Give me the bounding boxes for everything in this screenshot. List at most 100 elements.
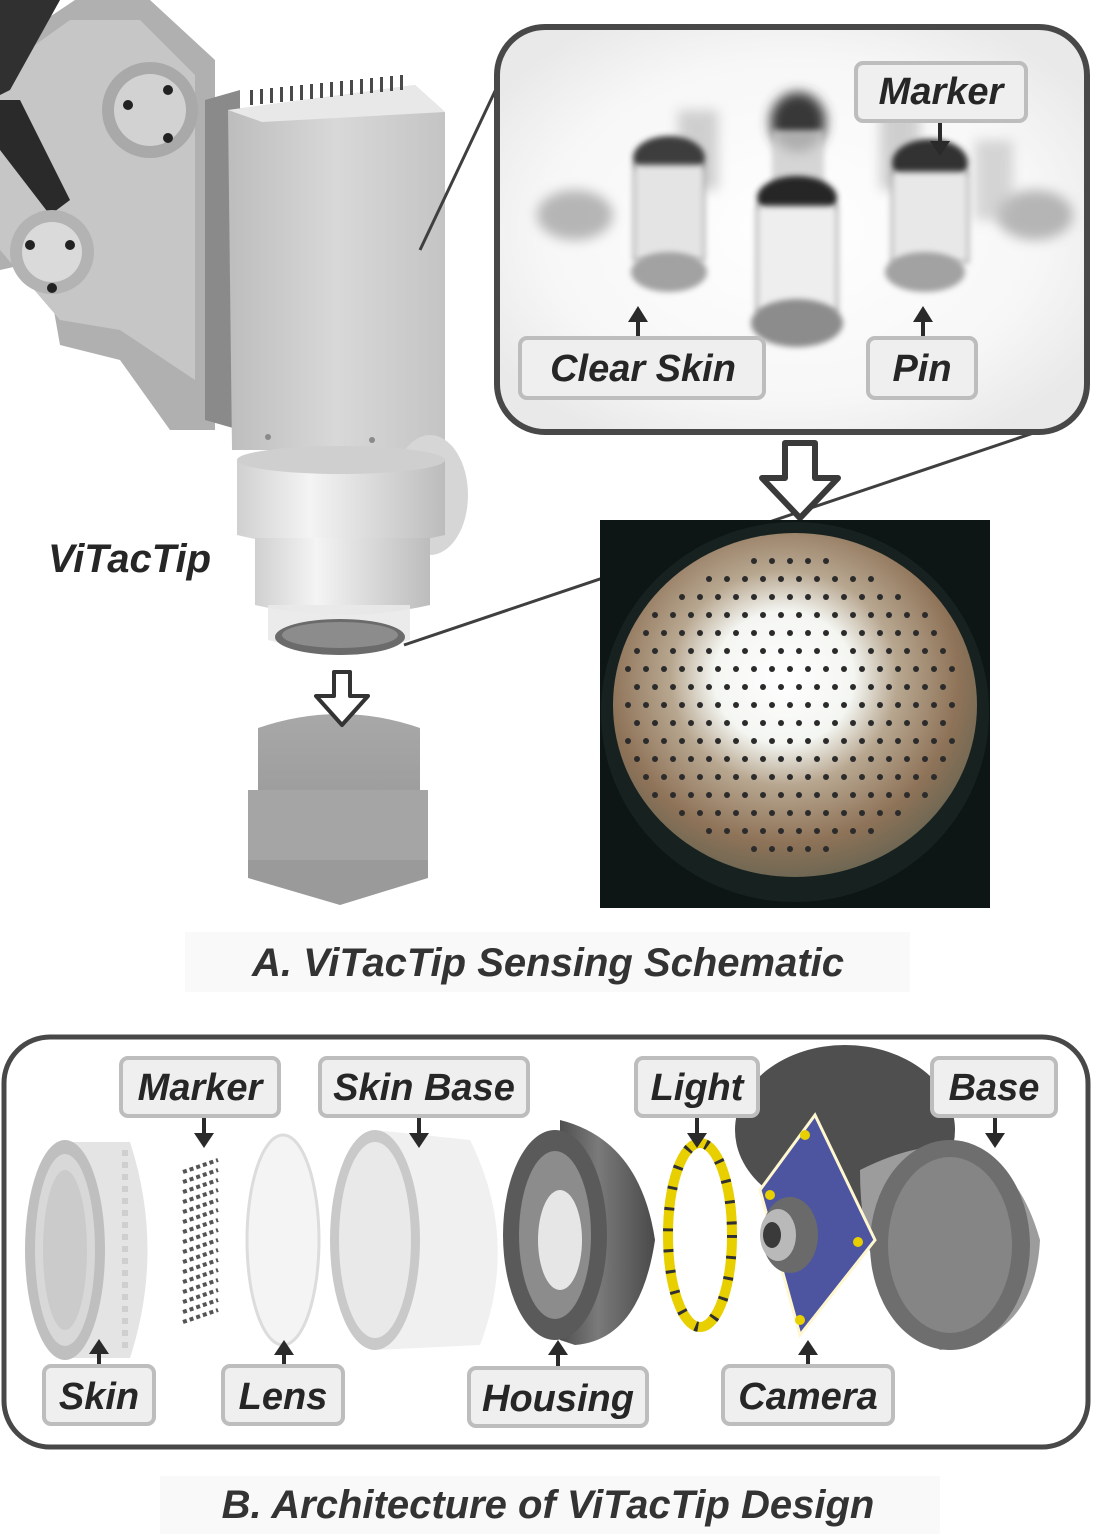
marker-dot: [814, 648, 820, 654]
marker-dot: [724, 720, 730, 726]
marker-dot: [850, 684, 856, 690]
caption-b-bg: [160, 1476, 940, 1534]
marker-dot: [715, 774, 721, 780]
part-skin-base: [330, 1130, 498, 1350]
sensor-tip-render: [237, 435, 468, 655]
marker-dot: [823, 738, 829, 744]
sensor-name: ViTacTip: [48, 537, 211, 581]
marker-dot: [895, 666, 901, 672]
marker-dot: [742, 576, 748, 582]
marker-dot: [949, 666, 955, 672]
marker-dot: [652, 792, 658, 798]
marker-dot: [913, 738, 919, 744]
svg-text:Skin Base: Skin Base: [333, 1067, 515, 1109]
marker-dot: [823, 594, 829, 600]
marker-strip: [182, 1268, 219, 1284]
marker-dot: [868, 648, 874, 654]
marker-dot: [814, 828, 820, 834]
marker-dot: [670, 612, 676, 618]
up-arrow-icon: [89, 1339, 109, 1364]
caption-a-bg: [185, 932, 910, 992]
marker-dot: [625, 702, 631, 708]
marker-dot: [814, 684, 820, 690]
marker-dot: [769, 738, 775, 744]
marker-dot: [760, 828, 766, 834]
marker-dot: [778, 576, 784, 582]
marker-dot: [760, 684, 766, 690]
marker-dot: [877, 702, 883, 708]
part-skin: [25, 1140, 148, 1360]
marker-dot: [760, 576, 766, 582]
marker-dot: [859, 774, 865, 780]
marker-dot: [760, 612, 766, 618]
marker-dot: [733, 594, 739, 600]
marker-dot: [850, 576, 856, 582]
marker-strip: [182, 1258, 219, 1274]
svg-text:Marker: Marker: [138, 1067, 265, 1109]
marker-dot: [886, 648, 892, 654]
marker-dot: [913, 630, 919, 636]
marker-strip: [182, 1218, 219, 1234]
marker-dot: [778, 720, 784, 726]
marker-dot: [634, 720, 640, 726]
marker-dot: [634, 756, 640, 762]
marker-dot: [670, 792, 676, 798]
marker-dot: [904, 648, 910, 654]
marker-dot: [922, 720, 928, 726]
marker-dot: [886, 756, 892, 762]
marker-dot: [832, 792, 838, 798]
marker-dot: [859, 630, 865, 636]
marker-dot: [859, 738, 865, 744]
vent-slots: [250, 75, 403, 105]
marker-dot: [877, 738, 883, 744]
marker-dot: [706, 828, 712, 834]
marker-dot: [805, 810, 811, 816]
marker-dot: [787, 846, 793, 852]
marker-dot: [733, 810, 739, 816]
marker-dot: [643, 666, 649, 672]
marker-dot: [886, 792, 892, 798]
marker-dot: [787, 774, 793, 780]
hollow-arrow-icon: [314, 670, 370, 727]
marker-dot: [688, 756, 694, 762]
marker-dot: [904, 792, 910, 798]
marker-dot: [805, 738, 811, 744]
marker-dot: [814, 612, 820, 618]
label-light: Light: [634, 1056, 760, 1118]
marker-dot: [832, 756, 838, 762]
marker-dot: [895, 810, 901, 816]
marker-dot: [922, 648, 928, 654]
label-skin: Skin: [42, 1364, 156, 1426]
label-lens: Lens: [221, 1364, 345, 1426]
marker-dot: [769, 594, 775, 600]
up-arrow-icon: [913, 306, 933, 336]
marker-dot: [697, 666, 703, 672]
marker-dot: [769, 774, 775, 780]
marker-dot: [742, 612, 748, 618]
robot-arm-render: [0, 0, 240, 430]
marker-dot: [733, 630, 739, 636]
marker-dot: [805, 558, 811, 564]
marker-strip: [182, 1178, 219, 1194]
marker-dot: [895, 702, 901, 708]
caption-b: B. Architecture of ViTacTip Design: [222, 1483, 875, 1527]
marker-strip: [182, 1158, 219, 1174]
marker-dot: [940, 720, 946, 726]
marker-dot: [661, 666, 667, 672]
marker-dot: [670, 756, 676, 762]
marker-dot: [697, 810, 703, 816]
marker-dot: [895, 774, 901, 780]
marker-dot: [913, 666, 919, 672]
marker-dot: [895, 630, 901, 636]
marker-dot: [751, 666, 757, 672]
marker-dot: [931, 630, 937, 636]
sensor-mount-box: [228, 75, 445, 450]
marker-dot: [697, 630, 703, 636]
marker-strip: [182, 1308, 219, 1324]
marker-dot: [949, 702, 955, 708]
part-housing: [503, 1120, 655, 1345]
marker-dot: [679, 666, 685, 672]
marker-dot: [652, 612, 658, 618]
marker-dot: [742, 684, 748, 690]
marker-dot: [841, 666, 847, 672]
